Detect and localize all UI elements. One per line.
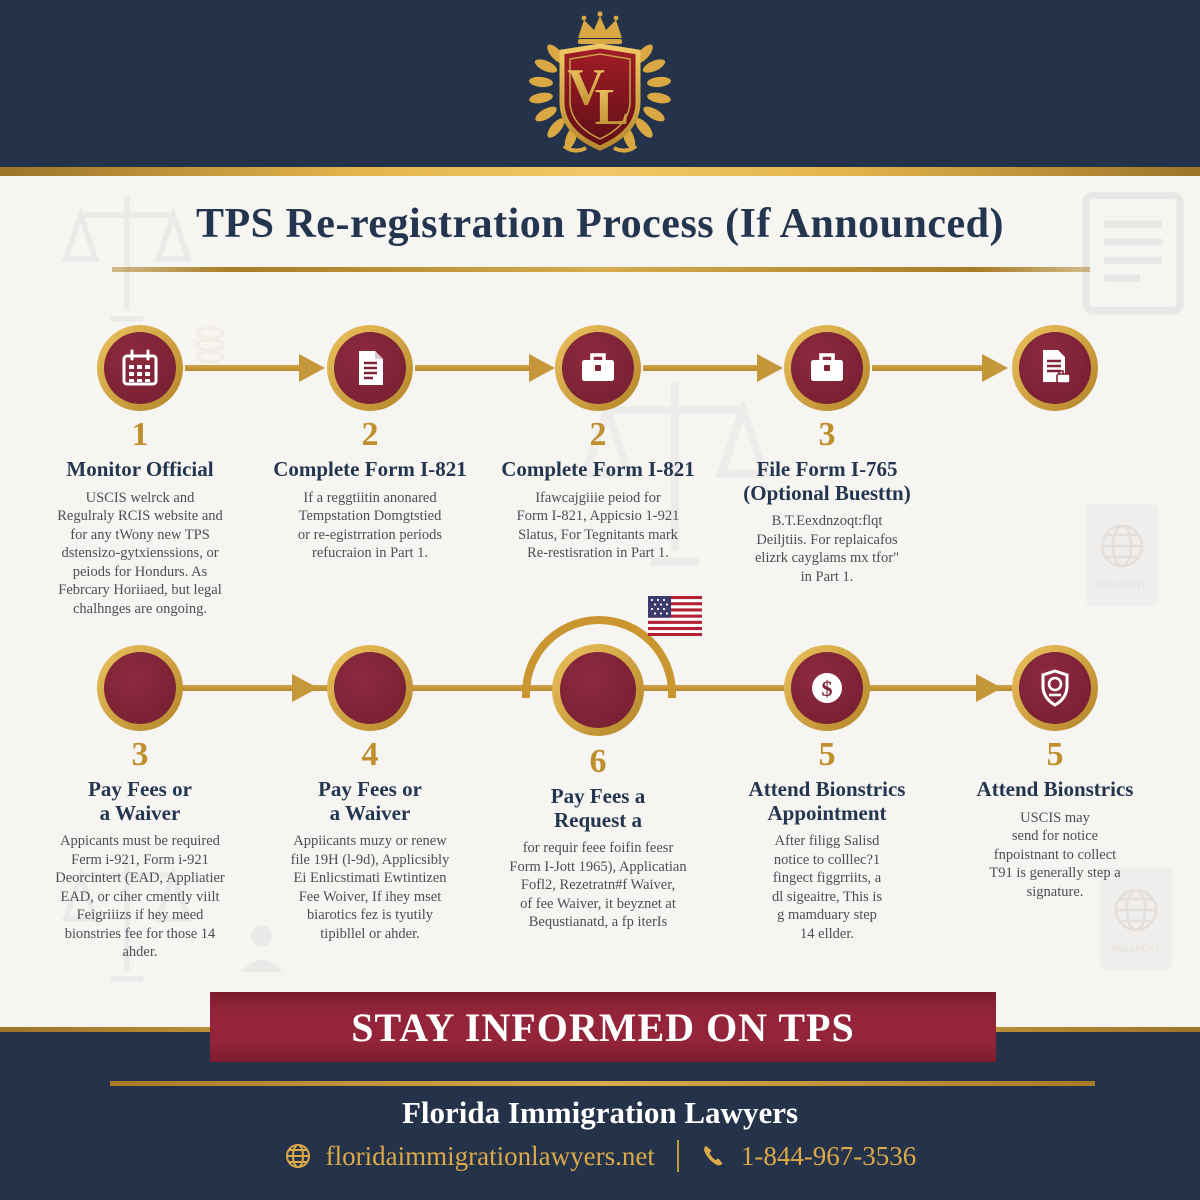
step-title: File Form I-765 (Optional Buesttn)	[743, 457, 911, 505]
arrow-icon	[757, 354, 783, 382]
footer-gold-divider	[110, 1081, 1095, 1086]
briefcase-icon	[811, 353, 843, 381]
step: 3 File Form I-765 (Optional Buesttn) B.T…	[712, 418, 942, 586]
connector-line	[643, 365, 759, 371]
calendar-icon	[122, 349, 158, 386]
svg-text:$: $	[822, 676, 833, 701]
briefcase-icon	[582, 353, 614, 381]
dollar-icon: $	[812, 673, 842, 703]
step-circle	[327, 325, 413, 411]
title-underline	[112, 267, 1090, 272]
contact-divider	[676, 1140, 679, 1172]
step-title: Pay Fees a Request a	[550, 784, 646, 832]
scales-watermark	[61, 856, 193, 982]
contact-row: floridaimmigrationlawyers.net 1-844-967-…	[0, 1140, 1200, 1172]
step-number: 3	[131, 736, 149, 773]
step: 5 Attend Bionstrics Appointment After fi…	[712, 738, 942, 943]
person-watermark	[241, 925, 283, 972]
step-number: 2	[361, 416, 379, 453]
passport-watermark: PASSPORT	[1100, 868, 1172, 970]
logo-monogram: V	[567, 59, 605, 116]
step: 6 Pay Fees a Request a for requir feee f…	[483, 745, 713, 932]
passport-watermark: PASSPORT	[1086, 504, 1158, 606]
crown-laurel-shield-icon: V L	[529, 11, 671, 153]
step-title: Attend Bionstrics Appointment	[748, 777, 906, 825]
step-circle	[97, 645, 183, 731]
step-number: 5	[1046, 736, 1064, 773]
law-firm-logo: V L	[516, 6, 684, 164]
connector-line	[185, 365, 301, 371]
step-body: USCIS may send for notice fnpoistnant to…	[989, 809, 1121, 900]
step-number: 4	[361, 736, 379, 773]
badge-icon	[1041, 669, 1069, 707]
step-number: 3	[818, 416, 836, 453]
step-circle-large	[552, 644, 644, 736]
page-title: TPS Re-registration Process (If Announce…	[195, 201, 1005, 247]
globe-icon	[285, 1144, 310, 1168]
svg-text:PASSPORT: PASSPORT	[1112, 944, 1161, 954]
step-title: Monitor Official	[66, 457, 214, 481]
document-watermark	[1082, 191, 1184, 315]
step: 1 Monitor Official USCIS welrck and Regu…	[25, 418, 255, 618]
website-link[interactable]: floridaimmigrationlawyers.net	[325, 1140, 655, 1171]
connector-line	[415, 365, 531, 371]
step-title: Pay Fees or a Waiver	[88, 777, 192, 825]
arrow-icon	[982, 354, 1008, 382]
step-body: If a reggtiitin anonared Tempstation Dom…	[297, 489, 443, 562]
scales-watermark	[61, 196, 193, 322]
arrow-icon	[299, 354, 325, 382]
brand-name: Florida Immigration Lawyers	[401, 1095, 799, 1130]
phone-icon	[703, 1146, 723, 1166]
step-title: Complete Form I-821	[501, 457, 695, 481]
step-number: 1	[131, 416, 149, 453]
step-number: 6	[589, 743, 607, 780]
step-body: Appiicants muzy or renew file 19H (l-9d)…	[290, 833, 450, 942]
phone-link[interactable]: 1-844-967-3536	[740, 1140, 917, 1171]
cta-banner-text: STAY INFORMED ON TPS	[351, 1004, 855, 1050]
step-circle: $	[784, 645, 870, 731]
step: 4 Pay Fees or a Waiver Appiicants muzy o…	[255, 738, 485, 943]
step-circle	[784, 325, 870, 411]
svg-text:PASSPORT: PASSPORT	[1098, 580, 1147, 590]
cta-banner: STAY INFORMED ON TPS	[210, 992, 996, 1062]
step-body: After filigg Salisd notice to colllec?1 …	[771, 833, 883, 942]
document-icon	[359, 351, 383, 385]
arrow-icon	[976, 674, 1002, 702]
header-gold-divider	[0, 167, 1200, 176]
document-hand-icon	[1043, 350, 1071, 384]
scales-watermark	[579, 382, 771, 566]
step-circle	[1012, 645, 1098, 731]
step-body: Ifawcajgiiie peiod for Form I-821, Appic…	[516, 489, 680, 562]
us-flag-icon	[648, 596, 702, 641]
step: 3 Pay Fees or a Waiver Appicants must be…	[25, 738, 255, 962]
step-number: 2	[589, 416, 607, 453]
step-body: Appicants must be required Ferm i-921, F…	[55, 833, 225, 961]
step-circle	[327, 645, 413, 731]
arrow-icon	[529, 354, 555, 382]
step-title: Pay Fees or a Waiver	[318, 777, 422, 825]
step: 5 Attend Bionstrics USCIS may send for n…	[940, 738, 1170, 901]
arrow-icon	[292, 674, 318, 702]
step: 2 Complete Form I-821 Ifawcajgiiie peiod…	[483, 418, 713, 563]
svg-text:L: L	[595, 79, 630, 136]
step-body: for requir feee foifin feesr Form I-Jott…	[509, 840, 687, 931]
step: 2 Complete Form I-821 If a reggtiitin an…	[255, 418, 485, 563]
step-title: Attend Bionstrics	[976, 777, 1134, 801]
step-body: USCIS welrck and Regulraly RCIS website …	[57, 489, 223, 617]
step-circle	[97, 325, 183, 411]
step-number: 5	[818, 736, 836, 773]
connector-line	[872, 365, 984, 371]
step-circle	[1012, 325, 1098, 411]
step-title: Complete Form I-821	[273, 457, 467, 481]
step-body: B.T.Eexdnzoqt:flqt Deiljtiis. For replai…	[754, 513, 900, 585]
step-circle	[555, 325, 641, 411]
coins-watermark	[195, 326, 225, 364]
